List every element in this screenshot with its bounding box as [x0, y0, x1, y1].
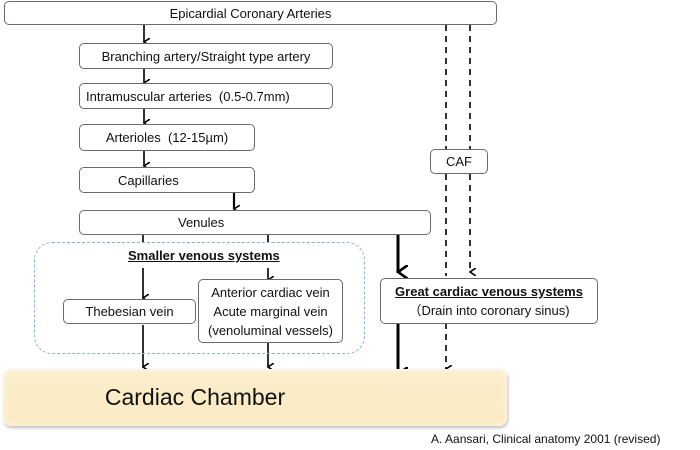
- node-capillaries[interactable]: Capillaries: [79, 167, 255, 193]
- node-intramuscular[interactable]: Intramuscular arteries (0.5-0.7mm): [79, 83, 333, 109]
- smaller-venous-title: Smaller venous systems: [128, 248, 280, 263]
- node-branching-label: Branching artery/Straight type artery: [101, 48, 311, 64]
- node-venules-label: Venules: [178, 215, 225, 230]
- node-thebesian-label: Thebesian vein: [85, 304, 174, 319]
- node-capillaries-label: Capillaries: [118, 172, 179, 188]
- node-caf[interactable]: CAF: [430, 149, 488, 174]
- node-arterioles[interactable]: Arterioles (12-15µm): [79, 124, 255, 151]
- node-epicardial-label: Epicardial Coronary Arteries: [169, 5, 332, 21]
- node-cardiac-chamber[interactable]: Cardiac Chamber: [3, 369, 507, 426]
- node-great-cardiac-title: Great cardiac venous systems: [395, 284, 583, 299]
- citation: A. Aansari, Clinical anatomy 2001 (revis…: [431, 432, 661, 446]
- node-thebesian[interactable]: Thebesian vein: [63, 299, 196, 324]
- smaller-venous-group: [34, 242, 365, 354]
- node-anterior[interactable]: Anterior cardiac vein Acute marginal vei…: [198, 279, 343, 343]
- node-great-cardiac[interactable]: Great cardiac venous systems （Drain into…: [380, 278, 598, 324]
- node-intramuscular-label: Intramuscular arteries (0.5-0.7mm): [86, 88, 290, 104]
- node-branching[interactable]: Branching artery/Straight type artery: [79, 43, 333, 69]
- node-anterior-line-1: Anterior cardiac vein: [211, 284, 330, 300]
- node-venules[interactable]: Venules: [79, 210, 431, 235]
- node-arterioles-label: Arterioles (12-15µm): [105, 130, 229, 145]
- node-caf-label: CAF: [446, 154, 472, 169]
- node-anterior-line-2: Acute marginal vein: [213, 303, 328, 319]
- node-cardiac-chamber-label: Cardiac Chamber: [104, 384, 286, 410]
- node-anterior-line-3: (venoluminal vessels): [208, 322, 333, 338]
- node-great-cardiac-sub: （Drain into coronary sinus): [408, 303, 570, 318]
- node-epicardial[interactable]: Epicardial Coronary Arteries: [4, 1, 497, 25]
